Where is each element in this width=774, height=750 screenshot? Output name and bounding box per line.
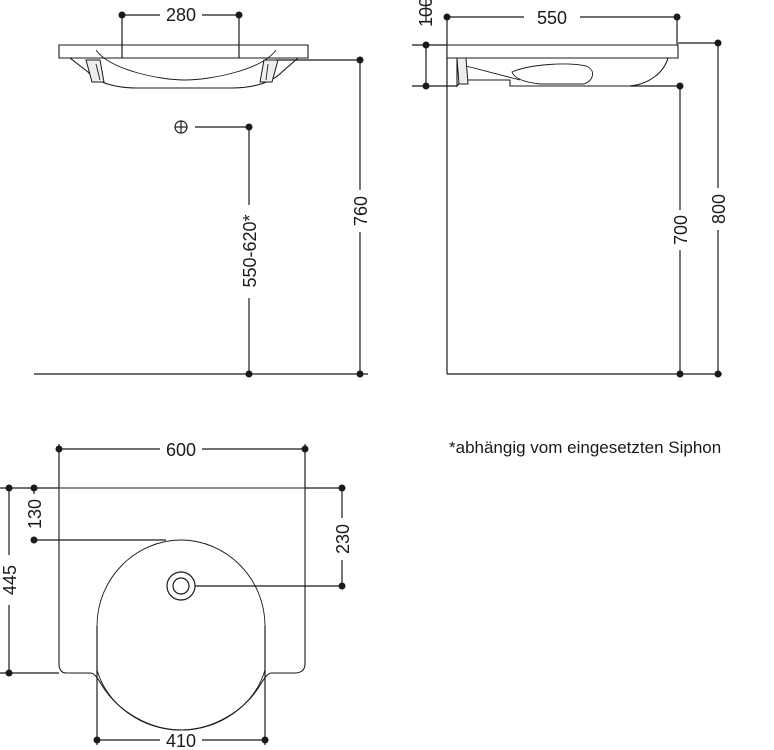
dim-top-thickness: 100: [416, 0, 436, 27]
dim-width: 600: [166, 440, 196, 460]
footnote: *abhängig vom eingesetzten Siphon: [449, 438, 722, 457]
dim-bowl-width: 410: [166, 731, 196, 750]
front-view: 280 550-620* 760: [34, 5, 371, 378]
dim-depth-top: 445: [0, 565, 20, 595]
top-view: 600 445 130 230 410: [0, 440, 353, 750]
side-view: 550 100 700 800: [412, 0, 729, 378]
dim-underside-height: 700: [671, 215, 691, 245]
dim-inlet-height: 550-620*: [240, 214, 260, 287]
dim-drain-offset: 230: [333, 524, 353, 554]
dim-total-height: 800: [709, 194, 729, 224]
dim-drain-spacing: 280: [166, 5, 196, 25]
inlet-symbol-icon: [174, 120, 188, 134]
front-basin-inner-curve: [95, 49, 277, 81]
side-basin-bracket: [456, 57, 469, 85]
side-basin-top: [446, 44, 679, 59]
side-basin-body: [456, 57, 669, 88]
dim-back-offset: 130: [25, 499, 45, 529]
top-basin-outline: [58, 487, 306, 731]
top-basin-bowl: [96, 539, 266, 731]
front-basin-rim: [58, 44, 309, 59]
dim-depth-side: 550: [537, 8, 567, 28]
dim-rim-height: 760: [351, 196, 371, 226]
front-basin-bracket-right: [259, 59, 279, 83]
